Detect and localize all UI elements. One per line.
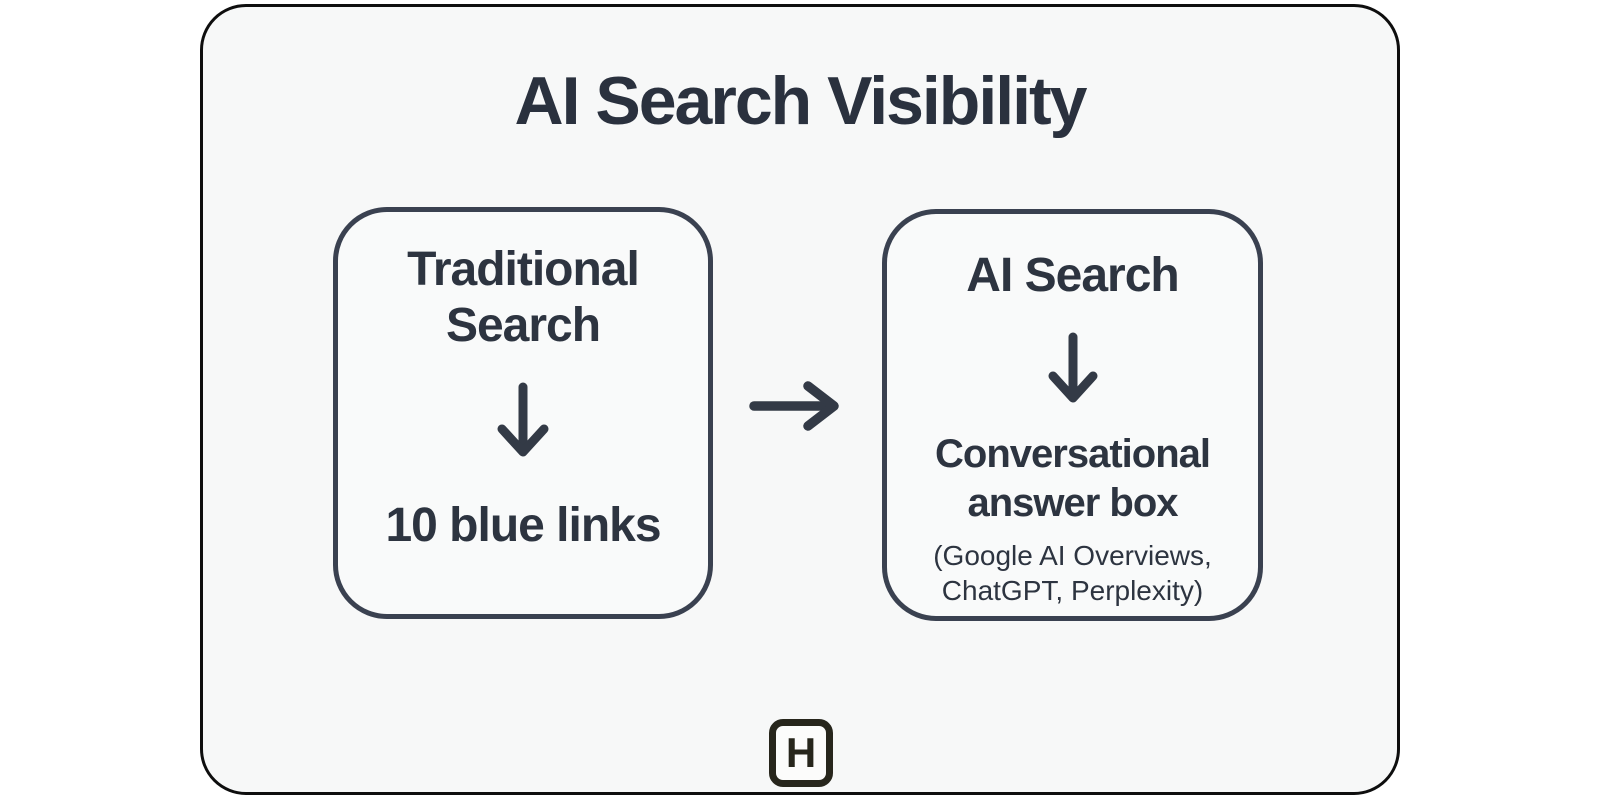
h-logo: H [769,719,833,787]
right-arrow-icon [749,381,839,431]
traditional-search-result: 10 blue links [385,499,661,552]
page-title: AI Search Visibility [514,63,1087,139]
ai-search-box: AI Search Conversational answer box (Goo… [882,209,1263,621]
ai-search-result: Conversational answer box [935,432,1211,525]
h-logo-letter: H [785,729,817,776]
ai-search-heading: AI Search [966,249,1179,302]
ai-search-note: (Google AI Overviews, ChatGPT, Perplexit… [933,540,1212,606]
down-arrow-icon [497,382,549,457]
down-arrow-icon [1048,332,1097,403]
traditional-search-heading: Traditional Search [407,243,640,352]
traditional-search-box: Traditional Search 10 blue links [333,207,713,619]
